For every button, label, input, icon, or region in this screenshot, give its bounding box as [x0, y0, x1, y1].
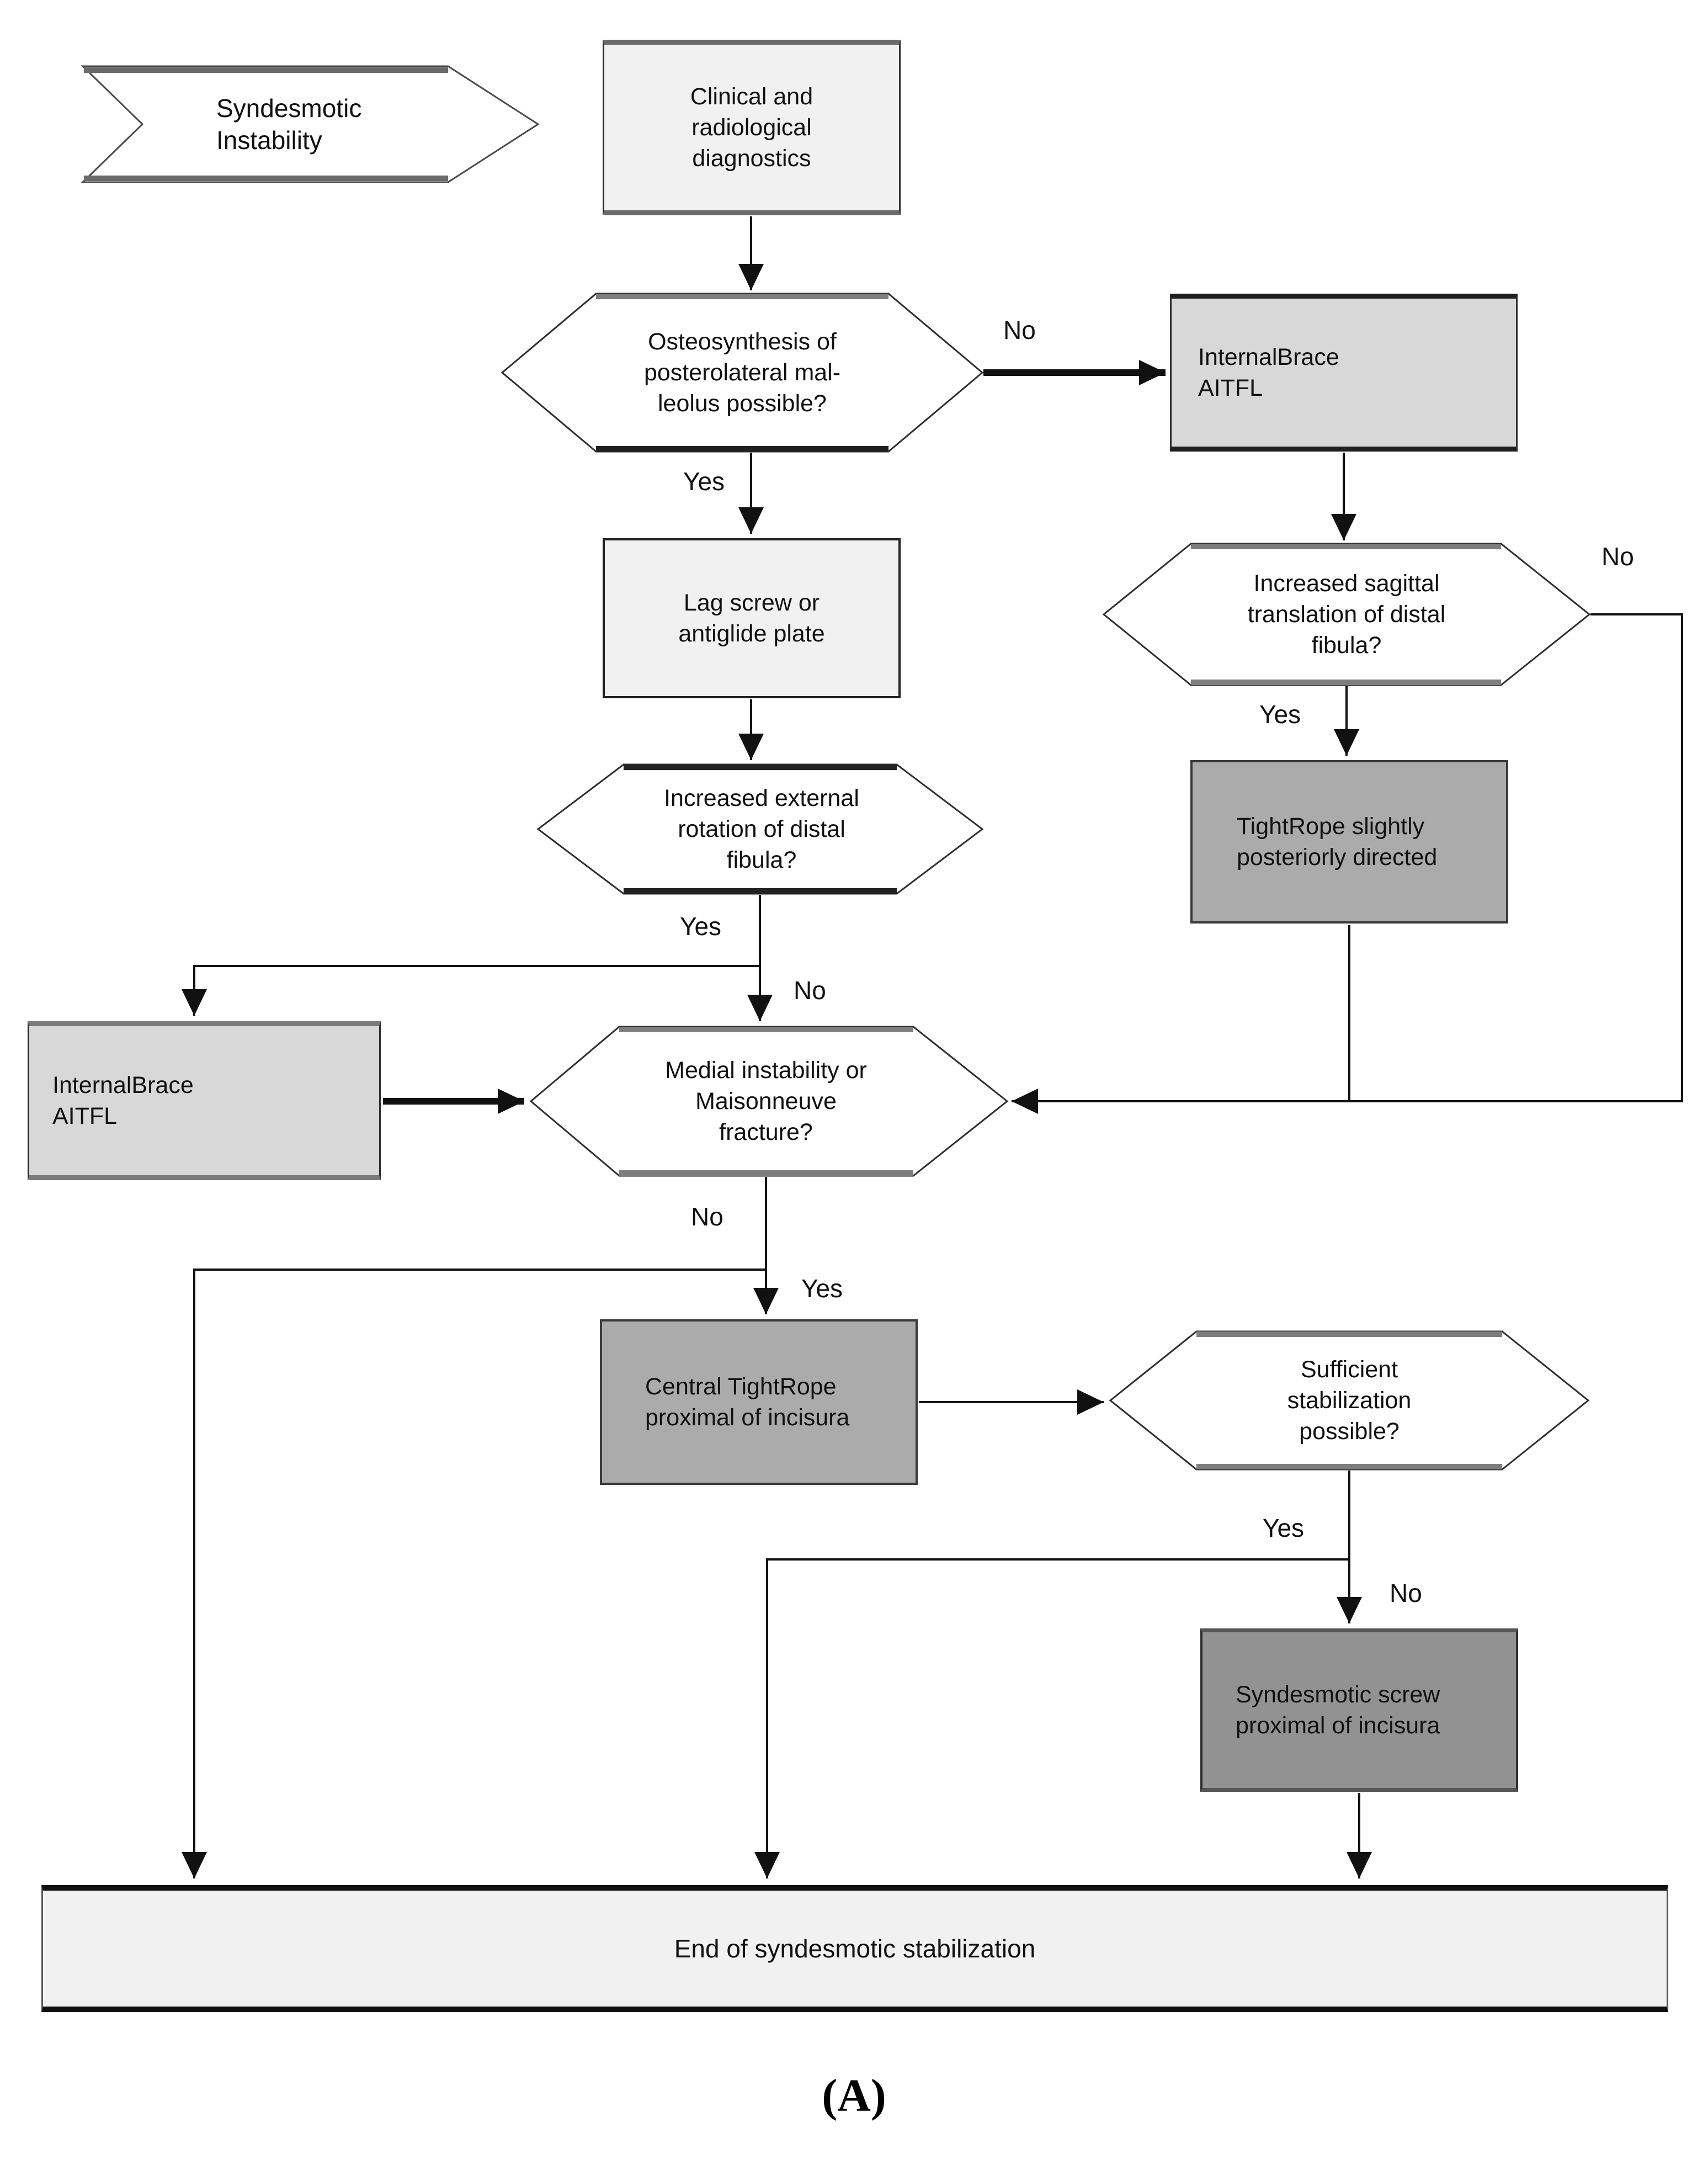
node-text-line: proximal of incisura — [1236, 1712, 1440, 1739]
edge-label-osteo-yes: Yes — [683, 467, 725, 496]
node-text-line: InternalBrace — [1198, 344, 1339, 370]
edge-label-osteo-no: No — [1003, 316, 1036, 344]
banner-line-2: Instability — [216, 126, 322, 155]
connector-sufficient-yes-to-end — [754, 1471, 1350, 1878]
node-text-line: leolus possible? — [658, 390, 827, 417]
connector-medial-no-to-end — [182, 1177, 767, 1878]
figure-caption: (A) — [822, 2070, 886, 2121]
node-internalbrace-aitfl-left: InternalBrace AITFL — [28, 1021, 381, 1180]
node-text-line: radiological — [691, 114, 812, 141]
edge-label-medial-no: No — [691, 1202, 723, 1231]
node-text-line: posteriorly directed — [1237, 844, 1438, 871]
medial-hexagon-label: Medial instability or Maisonneuve fractu… — [584, 1055, 948, 1148]
start-banner-label: Syndesmotic Instability — [216, 92, 454, 156]
node-internalbrace-aitfl-right: InternalBrace AITFL — [1170, 294, 1518, 452]
edge-label-medial-yes: Yes — [801, 1274, 843, 1303]
node-text-line: Increased sagittal — [1253, 570, 1440, 597]
sagittal-hexagon-label: Increased sagittal translation of distal… — [1153, 568, 1540, 661]
node-text-line: translation of distal — [1247, 601, 1446, 628]
extrot-hexagon-label: Increased external rotation of distal fi… — [574, 783, 949, 875]
node-text-line: Syndesmotic screw — [1236, 1681, 1440, 1708]
osteo-hexagon-label: Osteosynthesis of posterolateral mal- le… — [557, 326, 927, 419]
node-lag-screw-antiglide: Lag screw or antiglide plate — [603, 538, 901, 698]
node-text-line: Osteosynthesis of — [648, 328, 837, 355]
node-text-line: AITFL — [1198, 375, 1263, 401]
node-text-line: antiglide plate — [678, 620, 825, 647]
node-clinical-diagnostics: Clinical and radiological diagnostics — [603, 40, 901, 215]
edge-label-sufficient-no: No — [1390, 1579, 1422, 1607]
node-text-line: TightRope slightly — [1237, 813, 1425, 840]
node-text-line: Central TightRope — [645, 1373, 837, 1400]
node-text-line: stabilization — [1287, 1387, 1412, 1414]
node-text-line: fracture? — [719, 1119, 813, 1145]
node-text-line: posterolateral mal- — [643, 359, 841, 386]
node-text-line: fibula? — [1311, 632, 1382, 659]
edge-label-extrot-no: No — [794, 976, 826, 1005]
edge-label-extrot-yes: Yes — [680, 912, 722, 941]
node-text-line: InternalBrace — [52, 1072, 194, 1098]
node-syndesmotic-screw: Syndesmotic screw proximal of incisura — [1200, 1628, 1518, 1792]
sufficient-hexagon-label: Sufficient stabilization possible? — [1162, 1354, 1537, 1447]
node-text-line: End of syndesmotic stabilization — [674, 1934, 1036, 1963]
node-text-line: Clinical and — [690, 83, 813, 110]
node-tightrope-posterior: TightRope slightly posteriorly directed — [1190, 760, 1508, 924]
node-text-line: diagnostics — [692, 145, 811, 172]
node-end-stabilization: End of syndesmotic stabilization — [41, 1885, 1668, 2012]
edge-label-sagittal-no: No — [1601, 542, 1634, 571]
node-text-line: Medial instability or — [665, 1057, 867, 1084]
node-text-line: rotation of distal — [678, 816, 845, 842]
node-text-line: Lag screw or — [683, 590, 820, 616]
connector-extrot-yes-to-ibleft — [182, 895, 761, 1016]
start-banner-shape — [81, 65, 540, 183]
node-text-line: Increased external — [664, 785, 859, 811]
node-text-line: Maisonneuve — [695, 1088, 837, 1115]
node-central-tightrope: Central TightRope proximal of incisura — [600, 1319, 918, 1485]
banner-line-1: Syndesmotic — [216, 94, 362, 123]
node-text-line: proximal of incisura — [645, 1404, 850, 1431]
node-text-line: Sufficient — [1300, 1356, 1398, 1383]
node-text-line: fibula? — [726, 847, 797, 873]
edge-label-sufficient-yes: Yes — [1263, 1514, 1305, 1542]
node-text-line: AITFL — [52, 1103, 118, 1129]
connector-sagittal-no-to-medial — [1012, 613, 1683, 1114]
node-text-line: possible? — [1299, 1418, 1400, 1445]
edge-label-sagittal-yes: Yes — [1259, 700, 1301, 729]
